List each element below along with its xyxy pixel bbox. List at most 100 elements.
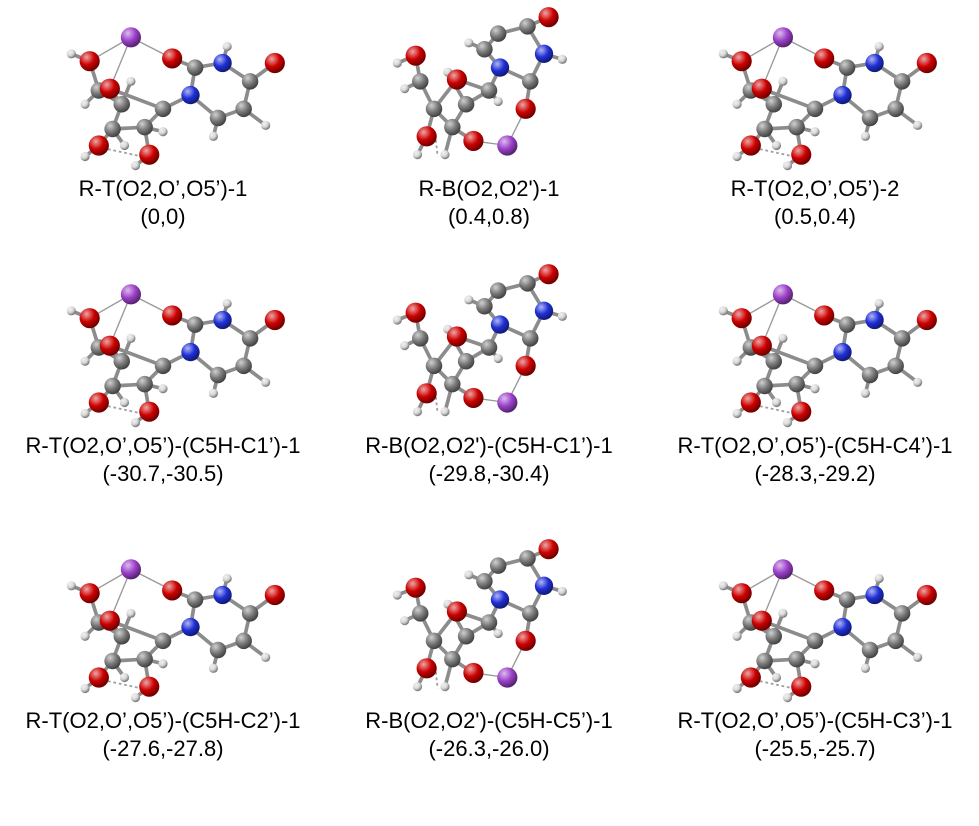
oxygen-atom <box>446 601 467 622</box>
carbon-atom <box>519 550 536 567</box>
carbon-atom <box>186 591 204 608</box>
carbon-atom <box>209 641 227 659</box>
structure-name: R-T(O2,O’,O5’)-(C5H-C1’)-1 <box>25 433 301 458</box>
carbon-atom <box>235 632 252 650</box>
nitrogen-atom <box>213 310 232 330</box>
hydrogen-atom <box>392 590 402 600</box>
structure-name: R-B(O2,O2')-1 <box>418 176 560 201</box>
hydrogen-atom <box>732 683 742 694</box>
carbon-atom <box>444 118 461 136</box>
oxygen-atom <box>751 78 772 99</box>
hydrogen-atom <box>130 418 141 428</box>
hydrogen-atom <box>119 397 130 408</box>
hydrogen-atom <box>126 76 136 86</box>
carbon-atom <box>838 59 856 76</box>
relative-energy: (-26.3,-26.0) <box>428 736 550 761</box>
nitrogen-atom <box>833 342 852 362</box>
oxygen-atom <box>791 676 812 697</box>
carbon-atom <box>765 628 782 645</box>
hydrogen-atom <box>874 298 884 309</box>
oxygen-atom <box>99 335 120 356</box>
oxygen-atom <box>99 610 120 631</box>
oxygen-atom <box>162 48 183 69</box>
oxygen-atom <box>405 302 426 323</box>
nitrogen-atom <box>490 315 510 334</box>
hydrogen-atom <box>130 161 141 171</box>
metal-atom <box>120 284 141 305</box>
nitrogen-atom <box>490 58 510 77</box>
nitrogen-atom <box>213 585 232 605</box>
carbon-atom <box>412 73 429 90</box>
hydrogen-atom <box>261 652 271 662</box>
carbon-atom <box>476 573 493 590</box>
hydrogen-atom <box>771 397 782 408</box>
oxygen-atom <box>416 658 437 679</box>
carbon-atom <box>788 375 805 393</box>
oxygen-atom <box>814 48 835 69</box>
relative-energy: (-25.5,-25.7) <box>754 736 876 761</box>
carbon-atom <box>806 357 824 375</box>
carbon-atom <box>113 628 130 645</box>
hydrogen-atom <box>412 150 423 160</box>
hydrogen-atom <box>222 41 232 52</box>
oxygen-atom <box>139 144 160 165</box>
carbon-atom <box>104 120 121 138</box>
hydrogen-atom <box>158 659 168 669</box>
hydrogen-atom <box>400 341 410 351</box>
carbon-atom <box>476 298 493 315</box>
structure-panel: R-T(O2,O’,O5’)-(C5H-C1’)-1(-30.7,-30.5) <box>0 265 326 540</box>
hydrogen-atom <box>66 306 76 316</box>
oxygen-atom <box>538 7 559 28</box>
hydrogen-atom <box>464 570 474 580</box>
hydrogen-atom <box>400 84 410 94</box>
hydrogen-atom <box>392 315 402 325</box>
hydrogen-atom <box>126 608 136 618</box>
carbon-atom <box>154 357 172 375</box>
carbon-atom <box>893 605 911 622</box>
oxygen-atom <box>538 264 559 285</box>
hydrogen-atom <box>557 586 567 596</box>
hydrogen-atom <box>222 298 232 309</box>
hydrogen-atom <box>782 161 793 171</box>
oxygen-atom <box>139 401 160 422</box>
carbon-atom <box>480 339 498 356</box>
nitrogen-atom <box>865 585 884 605</box>
carbon-atom <box>756 120 773 138</box>
oxygen-atom <box>463 130 484 151</box>
structure-name: R-T(O2,O’,O5’)-2 <box>730 176 900 201</box>
metal-atom <box>497 667 518 688</box>
oxygen-atom <box>751 335 772 356</box>
molecule-model <box>66 559 285 703</box>
oxygen-atom <box>740 392 761 413</box>
hydrogen-atom <box>860 388 870 398</box>
oxygen-atom <box>515 355 536 376</box>
oxygen-atom <box>731 51 752 72</box>
hydrogen-bond-dashed <box>434 139 439 157</box>
carbon-atom <box>788 650 805 668</box>
hydrogen-atom <box>913 120 923 130</box>
hydrogen-atom <box>557 54 567 64</box>
metal-atom <box>772 27 793 48</box>
carbon-atom <box>893 330 911 347</box>
hydrogen-atom <box>913 377 923 387</box>
hydrogen-atom <box>732 99 742 109</box>
hydrogen-atom <box>778 608 788 618</box>
hydrogen-atom <box>119 140 130 151</box>
structure-name: R-T(O2,O’,O5’)-(C5H-C2’)-1 <box>25 708 301 733</box>
carbon-atom <box>489 282 507 299</box>
nitrogen-atom <box>534 576 554 595</box>
structure-panel: R-T(O2,O’,O5’)-2(0.5,0.4) <box>652 8 978 283</box>
oxygen-atom <box>162 305 183 326</box>
relative-energy: (0.4,0.8) <box>448 204 530 229</box>
hydrogen-atom <box>412 407 423 417</box>
hydrogen-atom <box>464 295 474 305</box>
hydrogen-atom <box>158 384 168 394</box>
oxygen-atom <box>446 326 467 347</box>
oxygen-atom <box>446 69 467 90</box>
metal-atom <box>120 27 141 48</box>
oxygen-atom <box>916 584 937 606</box>
carbon-atom <box>425 357 443 375</box>
carbon-atom <box>756 377 773 395</box>
hydrogen-bond-dashed <box>107 405 143 415</box>
